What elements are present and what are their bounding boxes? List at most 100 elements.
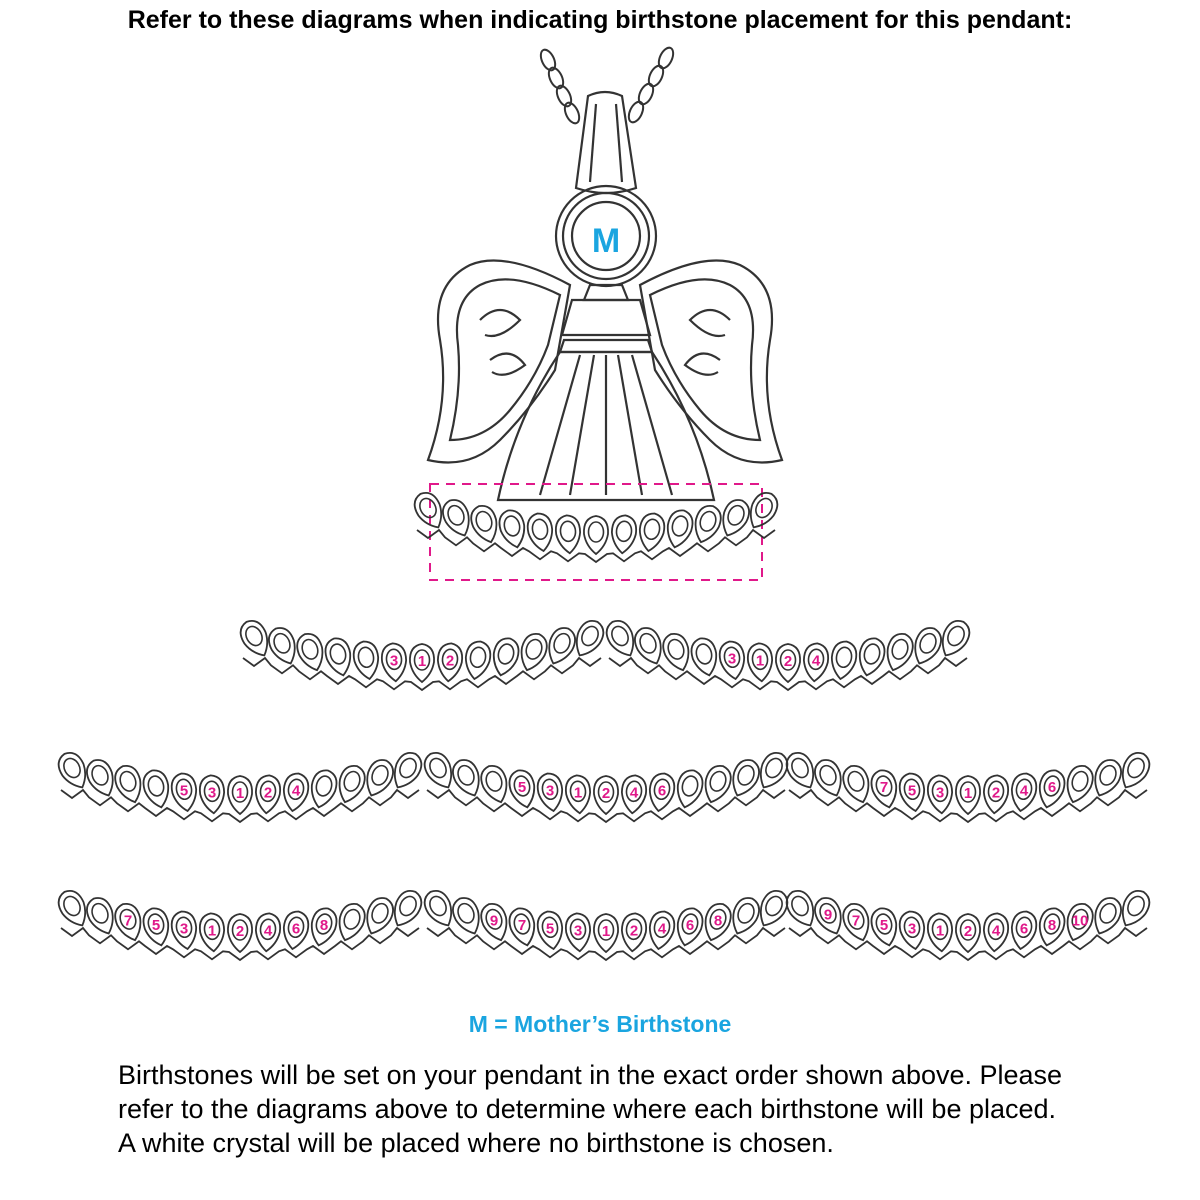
diagram-8-stones-stone-setting [310, 907, 338, 947]
diagram-5-stones-stone-setting [366, 759, 394, 797]
diagram-3-stones-stone-setting [492, 637, 520, 677]
diagram-10-stones-base [788, 926, 1148, 962]
diagram-10-stones-position-label: 2 [964, 923, 972, 940]
diagram-9-stones-stone-setting [423, 889, 453, 927]
diagram-6-stones-stone-setting [732, 759, 760, 797]
angel-body [496, 283, 716, 502]
diagram-6-stones-stone-setting [676, 769, 704, 809]
diagram-4-stones-stone-setting [690, 637, 718, 677]
diagram-3-stones-stone-setting [380, 642, 408, 683]
diagram-9-stones-position-label: 4 [658, 920, 667, 937]
diagram-3-stones-stone-setting [436, 642, 464, 683]
diagram-7-stones-stone-setting [1094, 759, 1122, 797]
pendant-row-stone-setting [413, 491, 443, 529]
diagram-3-stones-position-label: 1 [418, 653, 426, 670]
diagram-5-stones-stone-setting [57, 751, 87, 789]
pendant-row-stone-setting [666, 509, 694, 549]
diagram-8-stones-stone-setting [86, 897, 114, 935]
pendant-row-stone-setting [498, 509, 526, 549]
diagram-10-stones-position-label: 9 [824, 906, 832, 923]
diagram-10-stones-stone-setting [785, 889, 815, 927]
pendant-row-stone-setting [470, 504, 498, 544]
diagram-8-stones-stone-setting [142, 907, 170, 947]
diagram-5-stones-base [60, 788, 420, 824]
diagram-10-stones-stone-setting [1066, 902, 1094, 942]
diagram-9-stones-stone-setting [593, 913, 619, 954]
diagram-4-stones-stone-setting [858, 637, 886, 677]
diagram-7-stones-base [788, 788, 1148, 824]
diagram-7-stones-position-label: 2 [992, 784, 1000, 801]
diagram-7-stones-stone-setting [1010, 772, 1038, 813]
mother-legend: M = Mother’s Birthstone [468, 1011, 732, 1037]
diagram-7-stones-position-label: 7 [880, 779, 888, 796]
diagram-8-stones-stone-setting [254, 912, 282, 953]
pendant-row-stone-setting [526, 512, 554, 553]
pendant-row-base [416, 528, 776, 564]
diagram-5-stones-stone-setting [310, 769, 338, 809]
diagram-7-stones-position-label: 1 [964, 785, 972, 802]
diagram-4-stones-stone-setting [775, 643, 801, 684]
diagram-8-stones-stone-setting [198, 912, 226, 953]
diagram-7-stones-stone-setting [1038, 769, 1066, 809]
stone-row-highlight-box [429, 483, 763, 581]
diagram-6-stones-stone-setting [564, 774, 592, 815]
diagram-3-stones-stone-setting [352, 640, 380, 681]
diagram-6-stones-position-label: 5 [518, 779, 526, 796]
diagram-4-stones-base [608, 656, 968, 692]
diagram-3-stones-stone-setting [575, 619, 605, 657]
diagram-10-stones-position-label: 6 [1020, 920, 1028, 937]
diagram-8-stones-stone-setting [227, 913, 253, 954]
diagram-9-stones-stone-setting [480, 902, 508, 942]
bail [574, 90, 638, 195]
angel-wings [426, 259, 784, 464]
diagram-10-stones-position-label: 8 [1048, 917, 1056, 934]
diagram-8-stones-stone-setting [170, 910, 198, 951]
diagram-8-stones-position-label: 1 [208, 922, 216, 939]
diagram-6-stones-stone-setting [620, 774, 648, 815]
diagram-5-stones-stone-setting [227, 775, 253, 816]
diagram-9-stones-stone-setting [564, 912, 592, 953]
diagram-9-stones-position-label: 1 [602, 923, 610, 940]
diagram-7-stones-stone-setting [926, 774, 954, 815]
diagram-6-stones-stone-setting [423, 751, 453, 789]
diagram-5-stones-position-label: 2 [264, 784, 272, 801]
chain [539, 46, 675, 125]
diagram-4-stones-stone-setting [886, 632, 914, 672]
diagram-9-stones-position-label: 9 [490, 912, 498, 929]
diagram-6-stones-position-label: 1 [574, 784, 582, 801]
diagram-9-stones-position-label: 6 [686, 917, 694, 934]
diagram-7-stones-stone-setting [898, 772, 926, 813]
diagram-9-stones-base [426, 926, 786, 962]
diagram-3-stones-base [242, 656, 602, 692]
diagram-7-stones-stone-setting [785, 751, 815, 789]
diagram-4-stones-position-label: 2 [784, 653, 792, 670]
diagram-7-stones-position-label: 6 [1048, 779, 1056, 796]
diagram-5-stones-stone-setting [170, 772, 198, 813]
pendant-row-stone-setting [694, 504, 722, 544]
diagram-4-stones-stone-setting [802, 642, 830, 683]
diagram-9-stones-stone-setting [620, 912, 648, 953]
diagram-8-stones-position-label: 3 [180, 920, 188, 937]
diagram-8-stones-stone-setting [366, 897, 394, 935]
diagram-10-stones-position-label: 1 [936, 922, 944, 939]
diagram-7-stones-stone-setting [982, 774, 1010, 815]
diagram-7-stones-stone-setting [842, 764, 870, 804]
diagram-5-stones-stone-setting [393, 751, 423, 789]
diagram-8-stones-position-label: 2 [236, 923, 244, 940]
diagram-8-stones-stone-setting [282, 910, 310, 951]
diagram-5-stones-stone-setting [282, 772, 310, 813]
diagram-10-stones-stone-setting [898, 910, 926, 951]
diagram-3-stones-stone-setting [409, 643, 435, 684]
diagram-6-stones-stone-setting [536, 772, 564, 813]
diagram-3-stones-stone-setting [268, 627, 296, 665]
page-title: Refer to these diagrams when indicating … [127, 6, 1073, 34]
pendant-row-stone-setting [610, 514, 638, 555]
diagram-9-stones-stone-setting [732, 897, 760, 935]
